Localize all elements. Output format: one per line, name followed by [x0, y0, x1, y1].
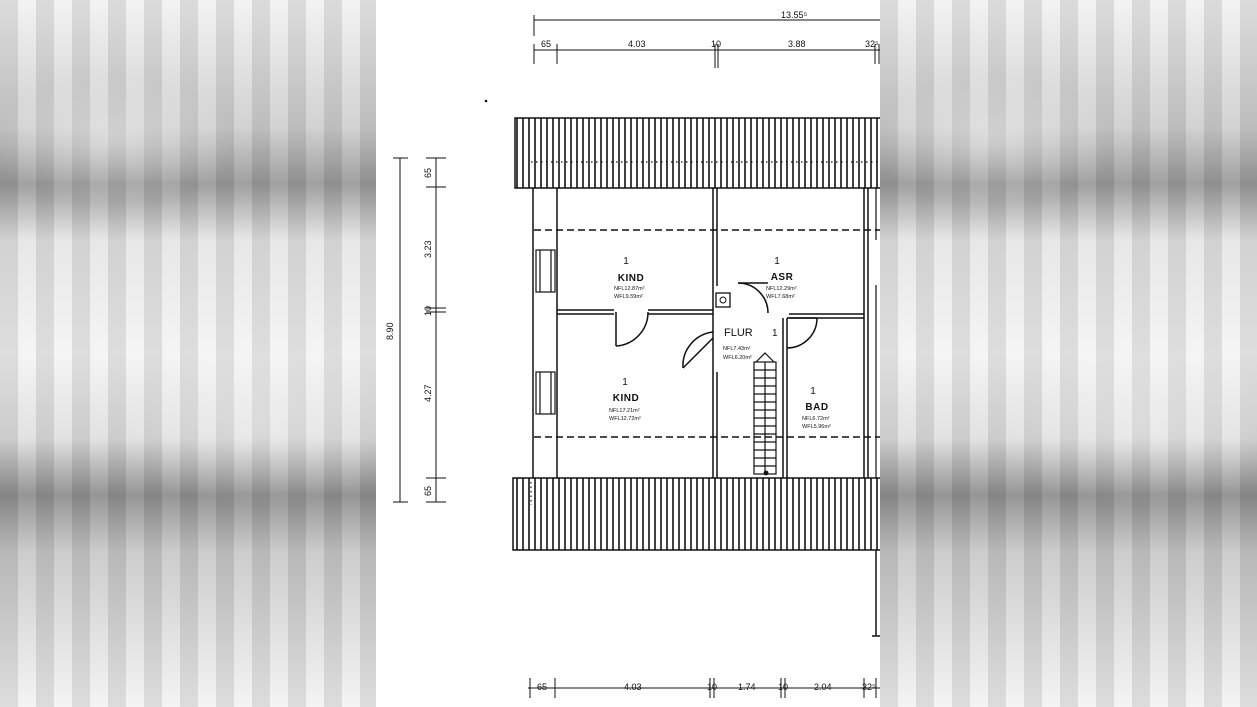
chimney-flue: [719, 296, 727, 304]
floor-plan-drawing: 13.55⁵ 65 4.03 10 3.88 32⁵ 8.90 65 3.23 …: [385, 10, 880, 698]
dim-bottom-5: 10: [778, 682, 788, 692]
dim-bottom-7: 32⁵: [862, 682, 876, 692]
room-bad: 1 BAD NFL6.72m² WFL5.96m²: [802, 386, 831, 430]
blurred-background-left: [0, 0, 376, 707]
room-kind-upper: 1 KIND NFL12.87m² WFL9.59m²: [614, 256, 645, 300]
roof-eave-top: [514, 117, 880, 189]
svg-text:BAD: BAD: [805, 402, 828, 413]
bottom-dimension-chain: [528, 678, 880, 698]
door-swings: [615, 282, 818, 369]
stair-start-dot: [763, 470, 769, 476]
dim-bottom-1: 65: [537, 682, 547, 692]
svg-text:WFL12.72m²: WFL12.72m²: [609, 416, 641, 422]
svg-text:WFL7.68m²: WFL7.68m²: [766, 294, 795, 300]
floor-plan-sheet: 13.55⁵ 65 4.03 10 3.88 32⁵ 8.90 65 3.23 …: [376, 0, 880, 707]
svg-text:KIND: KIND: [618, 273, 644, 284]
roof-eave-bottom: [512, 477, 880, 551]
dim-bottom-2: 4.03: [624, 682, 642, 692]
dim-left-5: 65: [423, 486, 433, 496]
knee-wall-lines: [534, 229, 880, 438]
dormer-windows: [535, 249, 556, 415]
svg-text:NFL17.21m²: NFL17.21m²: [609, 408, 640, 414]
room-kind-lower: 1 KIND NFL17.21m² WFL12.72m²: [609, 377, 641, 422]
svg-text:ASR: ASR: [771, 272, 794, 283]
svg-text:WFL6.20m²: WFL6.20m²: [723, 355, 752, 361]
walls: [532, 188, 880, 637]
dim-top-3: 10: [711, 39, 721, 49]
dim-bottom-4: 1.74: [738, 682, 756, 692]
dim-left-1: 65: [423, 168, 433, 178]
svg-text:1: 1: [772, 328, 778, 339]
dim-left-overall: 8.90: [385, 322, 395, 340]
dim-top-4: 3.88: [788, 39, 806, 49]
stray-mark: [484, 99, 488, 103]
svg-text:1: 1: [623, 256, 629, 267]
dim-top-1: 65: [541, 39, 551, 49]
svg-text:NFL7.43m²: NFL7.43m²: [723, 346, 751, 352]
room-asr: 1 ASR NFL12.29m² WFL7.68m²: [766, 256, 797, 300]
svg-text:NFL6.72m²: NFL6.72m²: [802, 416, 830, 422]
top-dimension-chain: [533, 15, 880, 68]
dim-bottom-3: 10: [707, 682, 717, 692]
dim-top-2: 4.03: [628, 39, 646, 49]
svg-text:NFL12.29m²: NFL12.29m²: [766, 286, 797, 292]
staircase: [753, 352, 777, 475]
dim-left-3: 10: [423, 306, 433, 316]
dim-left-2: 3.23: [423, 240, 433, 258]
svg-text:KIND: KIND: [613, 393, 639, 404]
svg-text:NFL12.87m²: NFL12.87m²: [614, 286, 645, 292]
dim-top-5: 32⁵: [865, 39, 879, 49]
dim-bottom-6: 2.04: [814, 682, 832, 692]
svg-text:1: 1: [774, 256, 780, 267]
dim-top-overall: 13.55⁵: [781, 10, 808, 20]
svg-text:FLUR: FLUR: [724, 327, 753, 339]
room-flur: FLUR 1 NFL7.43m² WFL6.20m²: [723, 327, 778, 361]
dim-left-4: 4.27: [423, 384, 433, 402]
svg-text:1: 1: [622, 377, 628, 388]
svg-text:WFL5.96m²: WFL5.96m²: [802, 424, 831, 430]
blurred-background-right: [880, 0, 1257, 707]
svg-text:WFL9.59m²: WFL9.59m²: [614, 294, 643, 300]
chimney-shaft: [715, 292, 731, 308]
svg-text:1: 1: [810, 386, 816, 397]
left-dimension-chain: [393, 157, 446, 503]
